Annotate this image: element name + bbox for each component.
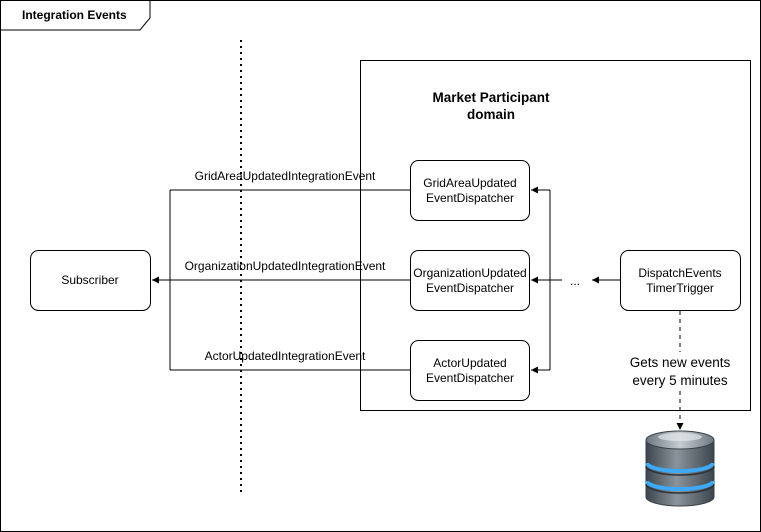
dispatcher-actor-line2: EventDispatcher bbox=[426, 371, 514, 385]
dispatcher-box-grid-area bbox=[410, 160, 530, 221]
dispatcher-actor-line1: ActorUpdated bbox=[433, 356, 506, 370]
ellipsis-label: ... bbox=[570, 274, 580, 288]
note-line1: Gets new events bbox=[630, 355, 731, 370]
timer-trigger-box bbox=[620, 250, 741, 311]
note-background bbox=[625, 352, 735, 390]
dispatcher-box-actor bbox=[410, 340, 530, 401]
domain-title-line1: Market Participant bbox=[432, 90, 550, 105]
database-icon bbox=[645, 430, 715, 507]
frame-title-tab bbox=[0, 0, 151, 31]
domain-container bbox=[360, 60, 751, 411]
dispatcher-grid-area-line1: GridAreaUpdated bbox=[423, 176, 516, 190]
dispatcher-organization-line1: OrganizationUpdated bbox=[413, 266, 526, 280]
note-line2: every 5 minutes bbox=[632, 373, 728, 388]
subscriber-label: Subscriber bbox=[61, 273, 118, 287]
dispatcher-organization-line2: EventDispatcher bbox=[426, 281, 514, 295]
timer-trigger-line2: TimerTrigger bbox=[646, 281, 714, 295]
frame-title: Integration Events bbox=[22, 8, 127, 22]
domain-title-line2: domain bbox=[467, 107, 515, 122]
timer-trigger-line1: DispatchEvents bbox=[638, 266, 721, 280]
event-label-organization: OrganizationUpdatedIntegrationEvent bbox=[185, 259, 386, 273]
subscriber-box bbox=[30, 250, 151, 311]
event-label-grid-area: GridAreaUpdatedIntegrationEvent bbox=[195, 169, 376, 183]
dispatcher-box-organization bbox=[410, 250, 530, 311]
event-label-actor: ActorUpdatedIntegrationEvent bbox=[205, 349, 366, 363]
dispatcher-grid-area-line2: EventDispatcher bbox=[426, 191, 514, 205]
